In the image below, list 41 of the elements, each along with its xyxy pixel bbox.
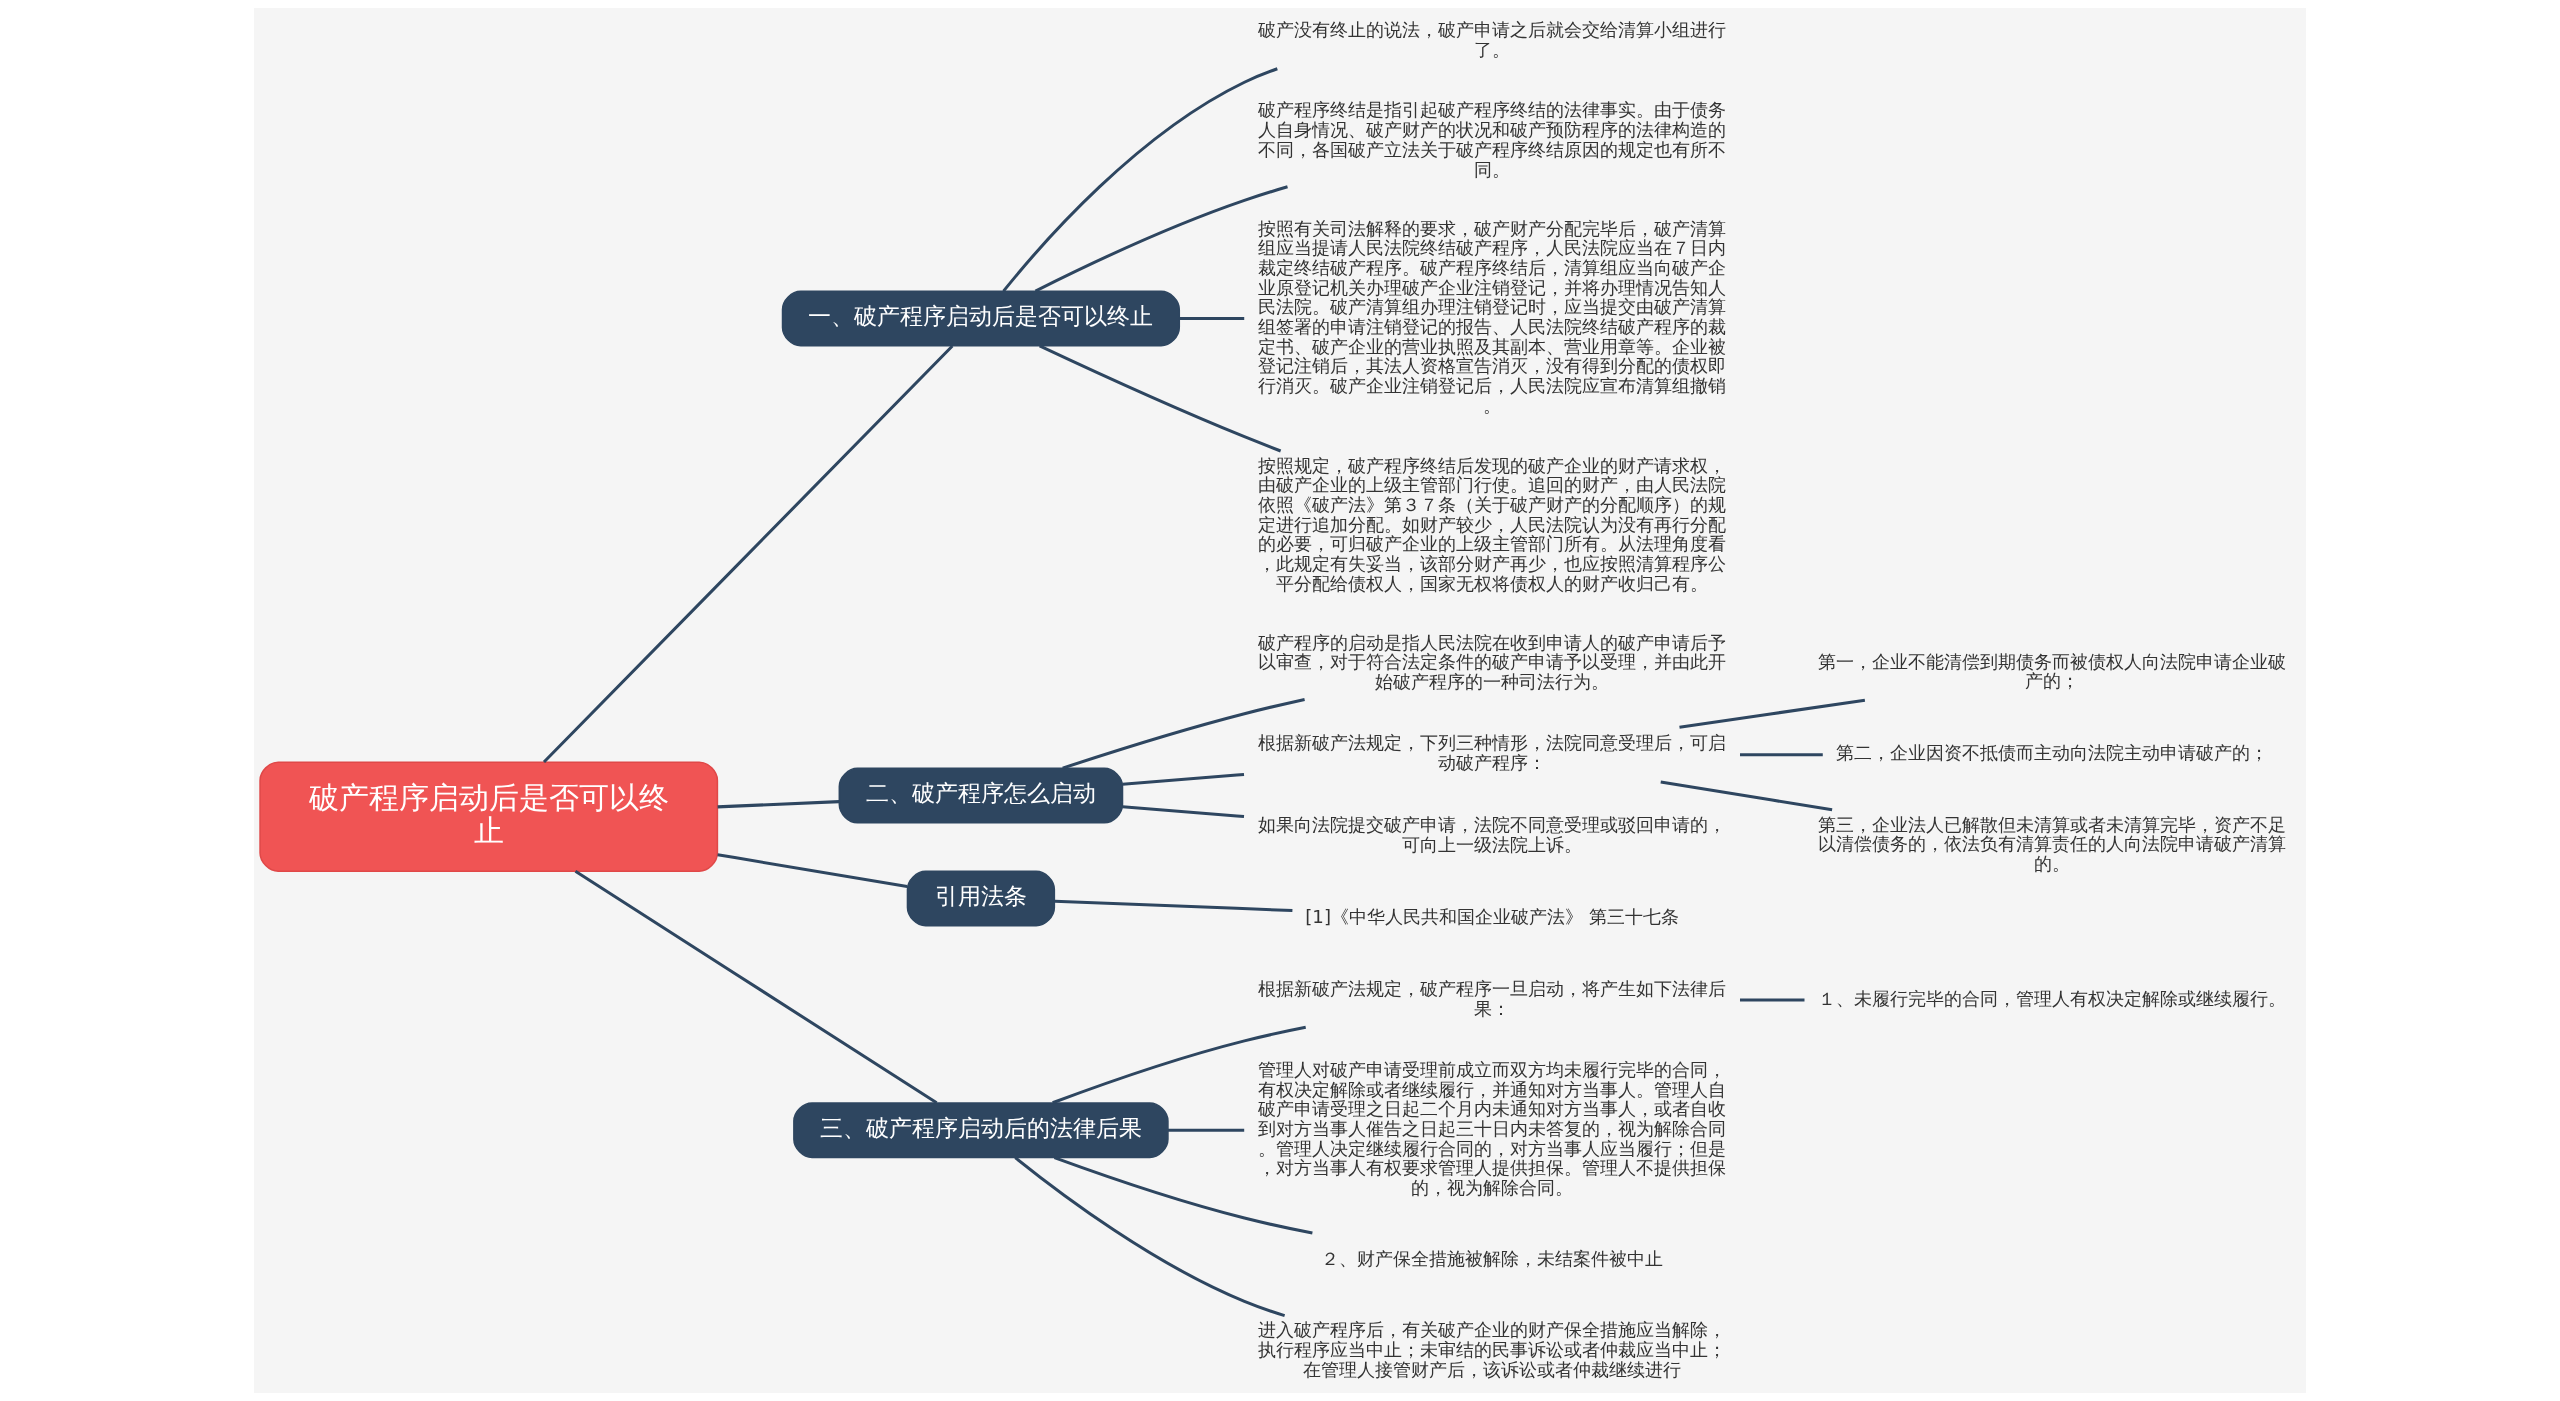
connector xyxy=(1052,1025,1306,1105)
connector xyxy=(717,853,908,888)
node-box: 三、破产程序启动后的法律后果 xyxy=(793,1102,1169,1159)
connector xyxy=(574,870,938,1105)
connector xyxy=(1062,697,1305,770)
connector xyxy=(1179,316,1245,320)
node-text: 根据新破产法规定，破产程序一旦启动，将产生如下法律后果： xyxy=(1258,977,1727,1019)
node-text: 根据新破产法规定，下列三种情形，法院同意受理后，可启动破产程序： xyxy=(1258,732,1727,774)
node-text: 管理人对破产申请受理前成立而双方均未履行完毕的合同，有权决定解除或者继续履行，并通知对方当事人。管理人自破产申请受理之日起二个月内未通知对方当事人，或者自收到对方当事人催告之日起三十日内未答复的，视为解除合同。管理人决定继续履行合同的，对方当事人应当履行；但是，对方当事人有权要求管理人提供担保。管理人不提供担保的，视为解除合同。 xyxy=(1258,1058,1727,1198)
node-text: 按照有关司法解释的要求，破产财产分配完毕后，破产清算组应当提请人民法院终结破产程序，人民法院应当在７日内裁定终结破产程序。破产程序终结后，清算组应当向破产企业原登记机关办理破产企业注销登记，并将办理情况告知人民法院。破产清算组办理注销登记时，应当提交由破产清算组签署的申请注销登记的报告、人民法院终结破产程序的裁定书、破产企业的营业执照及其副本、营业用章等。企业被登记注销后，其法人资格宣告消灭，没有得到分配的债权即行消灭。破产企业注销登记后，人民法院应宣布清算组撤销。 xyxy=(1258,217,1727,416)
node-text: [1]《中华人民共和国企业破产法》 第三十七条 xyxy=(1305,905,1679,927)
connector xyxy=(542,344,954,764)
node-text: 按照规定，破产程序终结后发现的破产企业的财产请求权，由破产企业的上级主管部门行使。追回的财产，由人民法院依照《破产法》第３７条（关于破产财产的分配顺序）的规定进行追加分配。如财产较少，人民法院认为没有再行分配的必要，可归破产企业的上级主管部门所有。从法理角度看，此规定有失妥当，该部分财产再少，也应按照清算程序公平分配给债权人，国家无权将债权人的财产收归己有。 xyxy=(1258,454,1727,594)
connector xyxy=(1039,344,1282,453)
node-text: １、未履行完毕的合同，管理人有权决定解除或继续履行。 xyxy=(1818,987,2287,1009)
node-text: 破产程序的启动是指人民法院在收到申请人的破产申请后予以审查，对于符合法定条件的破产申请予以受理，并由此开始破产程序的一种司法行为。 xyxy=(1258,631,1727,693)
connector xyxy=(1679,698,1866,729)
node-text: 第三，企业法人已解散但未清算或者未清算完毕，资产不足以清偿债务的，依法负有清算责任的人向法院申请破产清算的。 xyxy=(1818,813,2287,874)
node-text: 第二，企业因资不抵债而主动向法院主动申请破产的； xyxy=(1836,742,2269,764)
connector xyxy=(1014,1156,1286,1318)
connector xyxy=(1002,67,1278,293)
node-box: 破产程序启动后是否可以终止 xyxy=(259,761,719,872)
connector xyxy=(1168,1128,1245,1132)
connector xyxy=(1034,185,1288,293)
connector xyxy=(1660,780,1833,812)
node-box: 引用法条 xyxy=(906,870,1056,927)
node-text: ２、财产保全措施被解除，未结案件被中止 xyxy=(1321,1248,1664,1270)
node-text: 破产没有终止的说法，破产申请之后就会交给清算小组进行了。 xyxy=(1258,19,1727,60)
connector xyxy=(1740,753,1823,757)
node-text: 第一，企业不能清偿到期债务而被债权人向法院申请企业破产的； xyxy=(1818,650,2287,692)
connector xyxy=(1740,998,1805,1002)
node-text: 进入破产程序后，有关破产企业的财产保全措施应当解除，执行程序应当中止；未审结的民事诉讼或者仲裁应当中止；在管理人接管财产后，该诉讼或者仲裁继续进行 xyxy=(1258,1319,1727,1380)
connector xyxy=(1053,1156,1313,1235)
node-text: 如果向法院提交破产申请，法院不同意受理或驳回申请的，可向上一级法院上诉。 xyxy=(1258,814,1727,855)
node-box: 二、破产程序怎么启动 xyxy=(838,767,1124,824)
connector xyxy=(1122,805,1245,819)
connector xyxy=(1054,899,1293,913)
node-text: 破产程序终结是指引起破产程序终结的法律事实。由于债务人自身情况、破产财产的状况和破产预防程序的法律构造的不同，各国破产立法关于破产程序终结原因的规定也有所不同。 xyxy=(1258,99,1727,180)
node-box: 一、破产程序启动后是否可以终止 xyxy=(781,290,1181,347)
connector xyxy=(717,800,840,809)
connector xyxy=(1122,772,1245,786)
